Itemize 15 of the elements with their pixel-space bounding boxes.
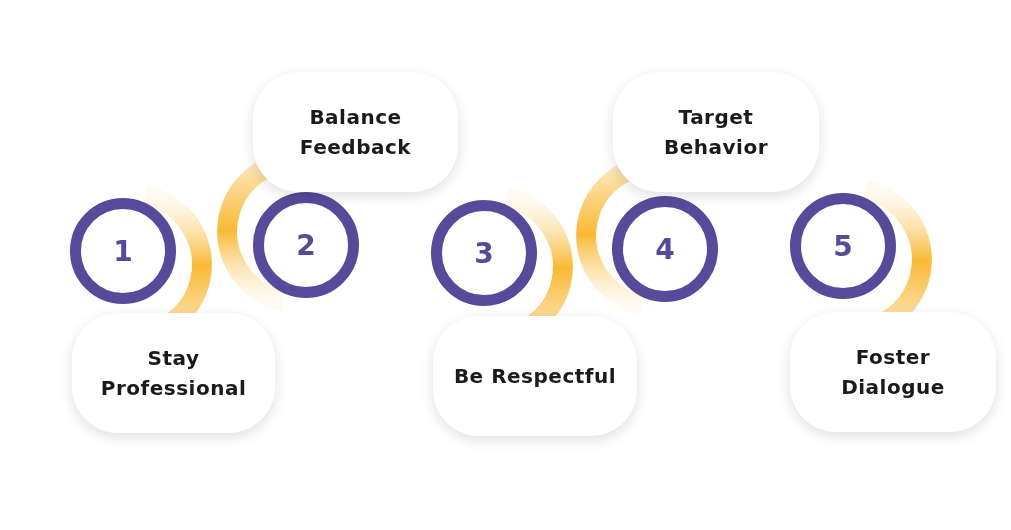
step-number: 5 <box>833 229 853 263</box>
label-card <box>613 72 819 192</box>
step-number: 3 <box>474 236 494 270</box>
step-number: 2 <box>296 228 316 262</box>
step-label: Foster Dialogue <box>840 344 946 401</box>
label-card <box>72 313 275 433</box>
step-label: Be Respectful <box>452 363 618 390</box>
step-label: Balance Feedback <box>298 104 413 161</box>
label-card <box>790 312 996 432</box>
label-card <box>433 316 637 436</box>
step-label: Target Behavior <box>662 104 769 161</box>
step-number: 1 <box>113 234 133 268</box>
label-card <box>253 72 458 192</box>
step-label: Stay Professional <box>99 345 248 402</box>
step-number: 4 <box>655 232 675 266</box>
